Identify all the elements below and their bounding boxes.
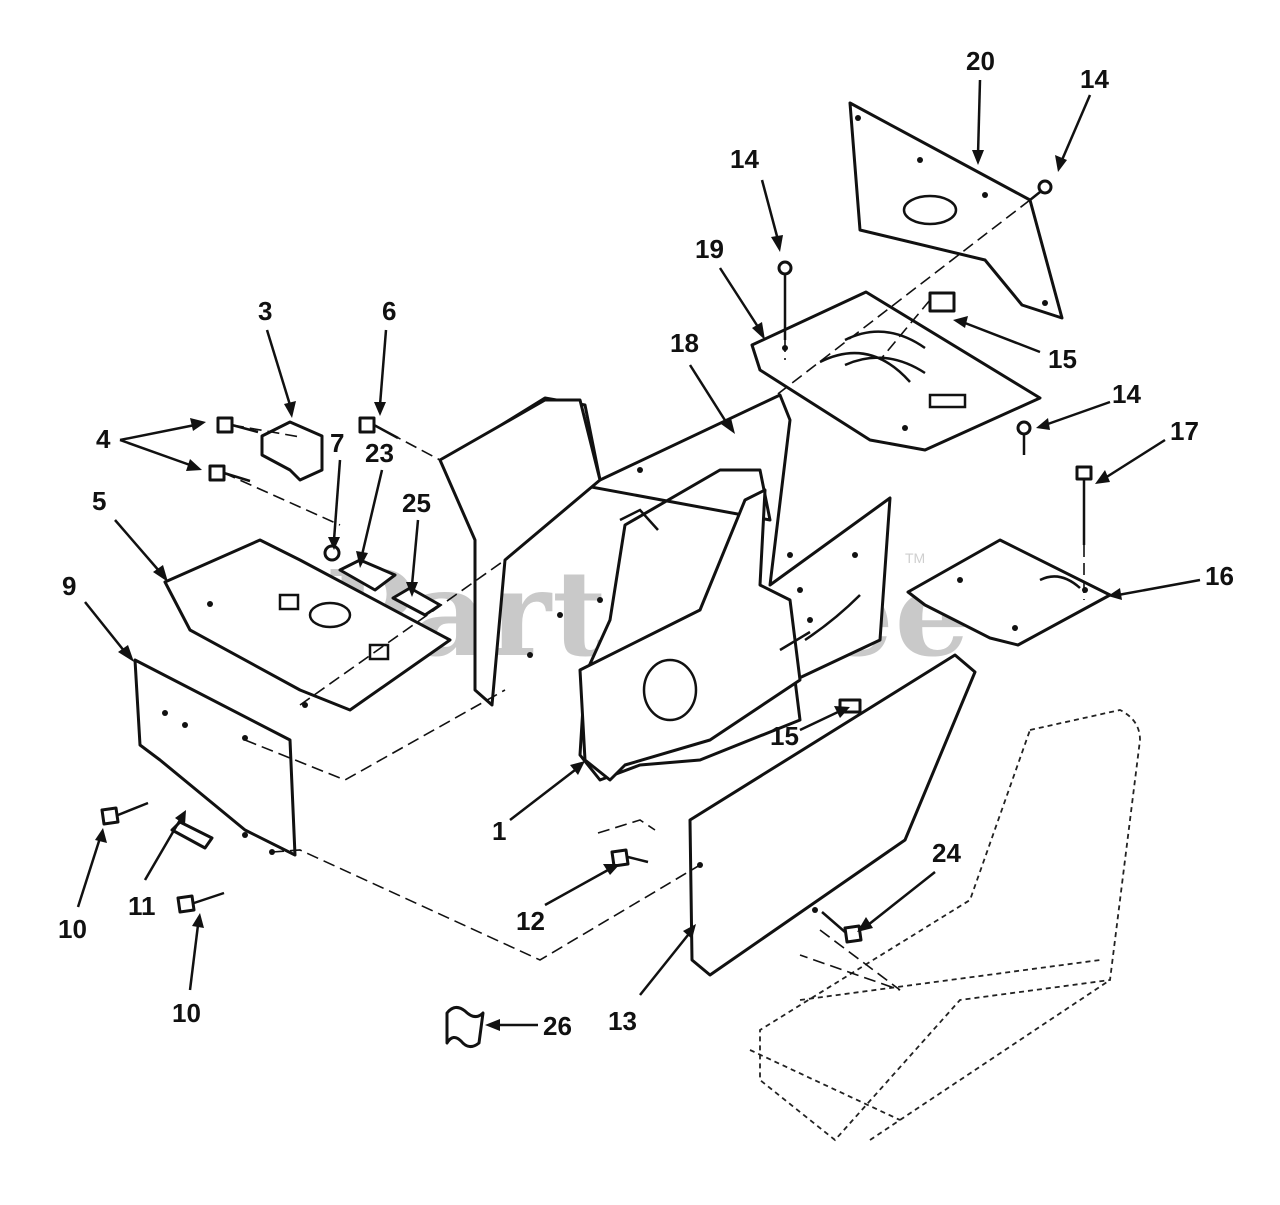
callout-9[interactable]: 9 xyxy=(62,571,76,601)
part-24-bolt[interactable] xyxy=(821,911,863,944)
callout-20[interactable]: 20 xyxy=(966,46,995,76)
callout-labels: 20 14 14 19 15 14 17 18 3 6 4 7 23 25 5 … xyxy=(58,46,1234,1041)
callout-23[interactable]: 23 xyxy=(365,438,394,468)
callout-12[interactable]: 12 xyxy=(516,906,545,936)
callout-3[interactable]: 3 xyxy=(258,296,272,326)
part-10-bolt-lower[interactable] xyxy=(176,891,225,914)
part-10-bolt-upper[interactable] xyxy=(100,801,149,826)
callout-15[interactable]: 15 xyxy=(1048,344,1077,374)
callout-15[interactable]: 15 xyxy=(770,721,799,751)
part-14-screw-a[interactable] xyxy=(777,260,793,340)
part-14-screw-b[interactable] xyxy=(1029,179,1053,201)
callout-26[interactable]: 26 xyxy=(543,1011,572,1041)
callout-19[interactable]: 19 xyxy=(695,234,724,264)
part-23-roller[interactable] xyxy=(338,558,397,592)
part-1-frame[interactable] xyxy=(438,393,892,782)
part-12-bolt[interactable] xyxy=(610,848,649,868)
callout-11[interactable]: 11 xyxy=(128,891,156,921)
part-13-panel[interactable] xyxy=(688,653,977,977)
callout-18[interactable]: 18 xyxy=(670,328,699,358)
leader-arrows xyxy=(76,79,1201,1031)
callout-17[interactable]: 17 xyxy=(1170,416,1199,446)
callout-1[interactable]: 1 xyxy=(492,816,506,846)
part-5-plate[interactable] xyxy=(163,538,452,712)
callout-5[interactable]: 5 xyxy=(92,486,106,516)
callout-7[interactable]: 7 xyxy=(330,428,344,458)
part-15-upper-clip[interactable] xyxy=(928,291,956,313)
callout-10[interactable]: 10 xyxy=(58,914,87,944)
callout-24[interactable]: 24 xyxy=(932,838,961,868)
part-26-clip[interactable] xyxy=(445,1006,485,1048)
callout-6[interactable]: 6 xyxy=(382,296,396,326)
callout-14[interactable]: 14 xyxy=(1112,379,1141,409)
part-9-plate[interactable] xyxy=(133,658,297,857)
ghost-housing xyxy=(749,709,1141,1142)
part-17-bolt[interactable] xyxy=(1075,465,1093,545)
part-4-bolt-lower[interactable] xyxy=(208,464,251,483)
part-4-bolt-upper[interactable] xyxy=(216,416,259,434)
callout-10[interactable]: 10 xyxy=(172,998,201,1028)
callout-4[interactable]: 4 xyxy=(96,424,111,454)
callout-14[interactable]: 14 xyxy=(1080,64,1109,94)
part-7-nut[interactable] xyxy=(323,544,341,562)
watermark-tm: TM xyxy=(905,550,925,566)
callout-25[interactable]: 25 xyxy=(402,488,431,518)
part-3-bracket[interactable] xyxy=(260,420,324,482)
callout-13[interactable]: 13 xyxy=(608,1006,637,1036)
callout-14[interactable]: 14 xyxy=(730,144,759,174)
part-20-plate[interactable] xyxy=(848,101,1064,320)
part-19-plate[interactable] xyxy=(750,290,1042,452)
callout-16[interactable]: 16 xyxy=(1205,561,1234,591)
part-16-bracket[interactable] xyxy=(906,538,1112,647)
assembly-lines xyxy=(223,199,1085,991)
